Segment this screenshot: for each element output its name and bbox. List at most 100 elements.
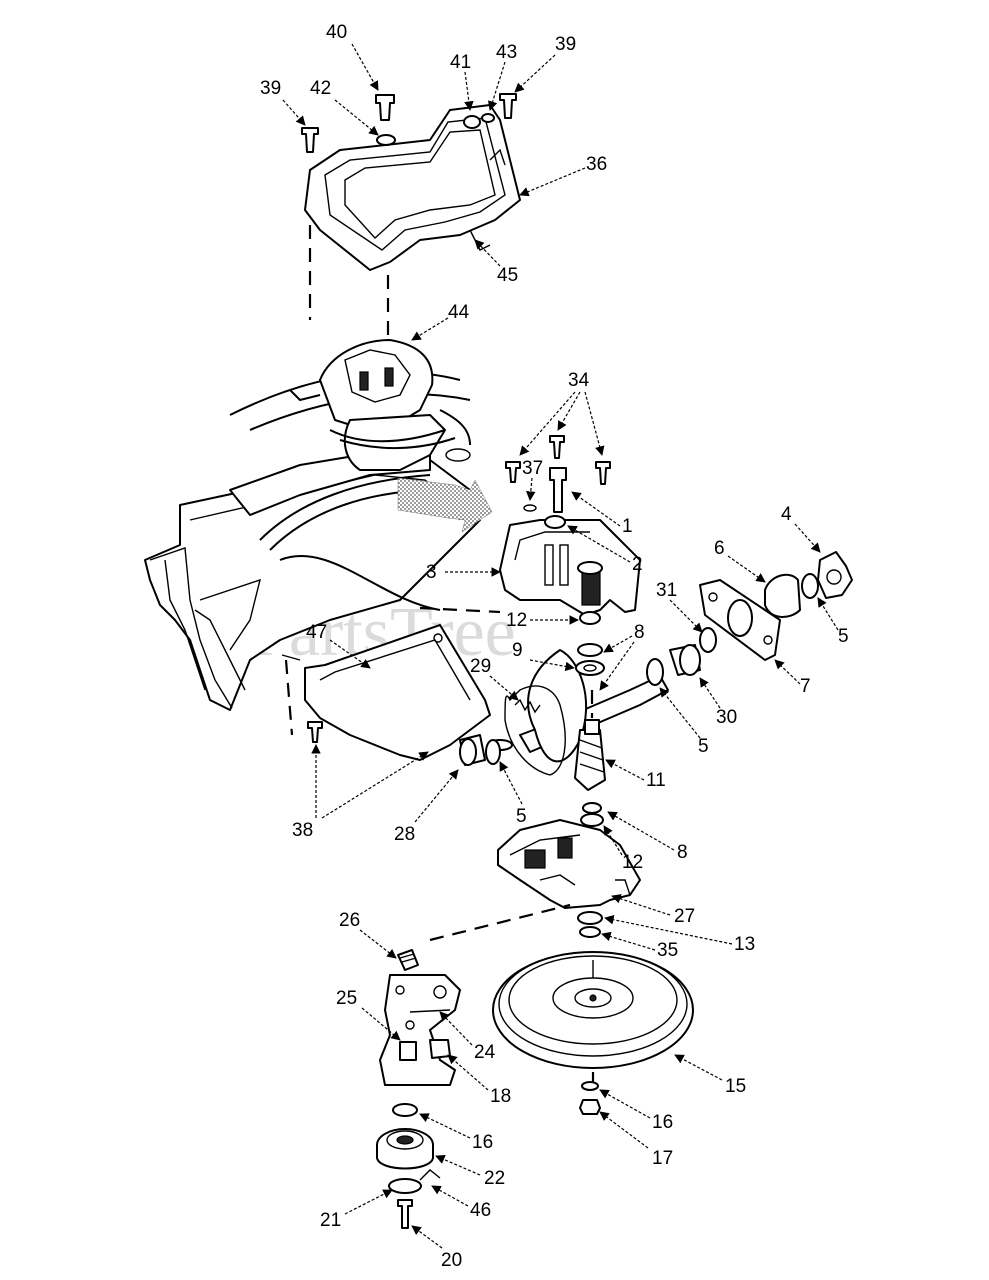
svg-text:18: 18	[490, 1086, 511, 1107]
svg-text:5: 5	[698, 736, 709, 757]
callout-2[interactable]: 2	[567, 525, 643, 575]
svg-text:20: 20	[441, 1250, 462, 1271]
svg-text:21: 21	[320, 1210, 341, 1231]
svg-text:40: 40	[326, 22, 347, 43]
svg-text:46: 46	[470, 1200, 491, 1221]
callout-41[interactable]: 41	[450, 52, 474, 111]
svg-text:8: 8	[677, 842, 688, 863]
callout-27[interactable]: 27	[611, 894, 695, 927]
callout-8-upper[interactable]: 8	[599, 622, 645, 691]
svg-text:41: 41	[450, 52, 471, 73]
callout-24[interactable]: 24	[439, 1011, 496, 1063]
svg-text:39: 39	[555, 34, 576, 55]
upper-gear-case	[499, 435, 641, 616]
callout-31[interactable]: 31	[656, 580, 703, 633]
top-fasteners	[301, 93, 517, 153]
callout-25[interactable]: 25	[336, 988, 401, 1041]
deflector-shield	[281, 624, 491, 761]
callout-16-right[interactable]: 16	[599, 1089, 673, 1133]
callout-46[interactable]: 46	[431, 1185, 491, 1221]
svg-text:9: 9	[512, 640, 523, 661]
svg-text:24: 24	[474, 1042, 496, 1063]
svg-text:1: 1	[622, 516, 633, 537]
svg-text:4: 4	[781, 504, 792, 525]
svg-text:27: 27	[674, 906, 695, 927]
svg-text:26: 26	[339, 910, 360, 931]
svg-text:30: 30	[716, 707, 737, 728]
svg-text:37: 37	[522, 458, 543, 479]
svg-text:17: 17	[652, 1148, 673, 1169]
svg-text:6: 6	[714, 538, 725, 559]
callout-36[interactable]: 36	[519, 154, 607, 197]
callout-9[interactable]: 9	[512, 640, 575, 672]
callout-12-upper[interactable]: 12	[506, 610, 579, 631]
svg-text:35: 35	[657, 940, 678, 961]
callout-12-lower[interactable]: 12	[603, 825, 643, 873]
callout-45[interactable]: 45	[474, 239, 518, 286]
callout-5-right[interactable]: 5	[817, 597, 849, 647]
callout-30[interactable]: 30	[699, 677, 737, 728]
callout-39-right[interactable]: 39	[514, 34, 576, 93]
callout-43[interactable]: 43	[487, 42, 517, 111]
callout-15[interactable]: 15	[674, 1054, 746, 1097]
svg-text:11: 11	[646, 770, 666, 791]
callout-28[interactable]: 28	[394, 769, 459, 845]
pinion-stack	[574, 611, 606, 827]
direction-arrow	[397, 477, 493, 533]
svg-text:8: 8	[634, 622, 645, 643]
idler-pulley-stack	[376, 1103, 441, 1229]
callout-5-middle[interactable]: 5	[659, 687, 709, 757]
callout-6[interactable]: 6	[714, 538, 766, 583]
svg-text:22: 22	[484, 1168, 505, 1189]
svg-text:29: 29	[470, 656, 491, 677]
svg-text:25: 25	[336, 988, 357, 1009]
svg-text:43: 43	[496, 42, 517, 63]
svg-text:45: 45	[497, 265, 518, 286]
callout-11[interactable]: 11	[605, 759, 666, 791]
callout-3[interactable]: 3	[426, 562, 501, 583]
svg-text:3: 3	[426, 562, 437, 583]
callout-22[interactable]: 22	[435, 1155, 505, 1189]
callout-16-left[interactable]: 16	[419, 1113, 493, 1153]
callout-20[interactable]: 20	[411, 1225, 462, 1271]
top-cover-assembly	[304, 104, 521, 340]
svg-text:39: 39	[260, 78, 281, 99]
svg-text:12: 12	[506, 610, 527, 631]
callout-17[interactable]: 17	[599, 1111, 673, 1169]
svg-text:5: 5	[516, 806, 527, 827]
callout-38[interactable]: 38	[292, 744, 429, 841]
drive-pulley	[492, 951, 694, 1115]
svg-text:5: 5	[838, 626, 849, 647]
svg-text:42: 42	[310, 78, 331, 99]
callout-42[interactable]: 42	[310, 78, 379, 136]
callout-37[interactable]: 37	[522, 458, 543, 501]
callout-47[interactable]: 47	[306, 622, 371, 669]
callout-8-lower[interactable]: 8	[607, 811, 688, 863]
svg-text:38: 38	[292, 820, 313, 841]
callout-26[interactable]: 26	[339, 910, 397, 959]
svg-text:34: 34	[568, 370, 590, 391]
callout-34[interactable]: 34	[519, 370, 605, 456]
svg-text:12: 12	[622, 852, 643, 873]
svg-text:15: 15	[725, 1076, 746, 1097]
callout-21[interactable]: 21	[320, 1189, 393, 1231]
svg-text:16: 16	[472, 1132, 493, 1153]
callout-39-left[interactable]: 39	[260, 78, 306, 126]
callout-4[interactable]: 4	[781, 504, 821, 553]
callouts: 40 41 43 39 39 42 36 45	[260, 22, 849, 1271]
axle-assembly	[459, 551, 853, 776]
callout-35[interactable]: 35	[601, 931, 678, 961]
deck-assembly	[144, 339, 501, 711]
svg-text:16: 16	[652, 1112, 673, 1133]
callout-44[interactable]: 44	[411, 302, 470, 341]
svg-text:2: 2	[632, 554, 643, 575]
callout-5-left[interactable]: 5	[499, 761, 527, 827]
callout-1[interactable]: 1	[571, 491, 633, 537]
svg-text:13: 13	[734, 934, 755, 955]
callout-18[interactable]: 18	[447, 1054, 511, 1107]
callout-40[interactable]: 40	[326, 22, 379, 91]
callout-7[interactable]: 7	[774, 659, 811, 697]
svg-text:36: 36	[586, 154, 607, 175]
callout-13[interactable]: 13	[604, 915, 755, 955]
callout-29[interactable]: 29	[470, 656, 519, 701]
